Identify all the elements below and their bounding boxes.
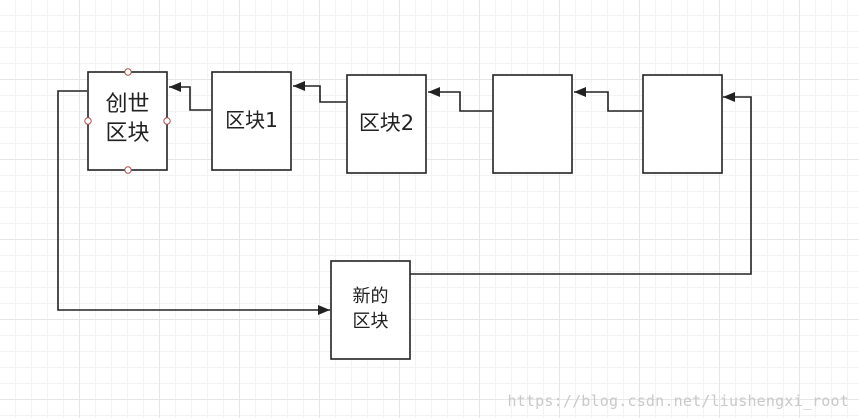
selection-handle-right[interactable] (163, 117, 171, 125)
block-2[interactable]: 区块2 (346, 74, 427, 174)
selection-handle-bottom[interactable] (124, 166, 132, 174)
connector-block4-to-block3 (574, 87, 642, 112)
new-block-label-line1: 新的 (353, 286, 389, 307)
selection-handle-left[interactable] (84, 117, 92, 125)
connector-block3-to-block2 (428, 87, 492, 112)
genesis-block-label-line1: 创世 (105, 92, 149, 117)
connector-genesis-to-new-block (57, 90, 330, 315)
new-block[interactable]: 新的 区块 (330, 260, 411, 360)
block-4[interactable] (642, 74, 723, 174)
block-1-label: 区块1 (225, 108, 278, 132)
block-3[interactable] (492, 74, 573, 174)
connector-block1-to-genesis (169, 82, 211, 111)
selection-handle-top[interactable] (124, 68, 132, 76)
new-block-label-line2: 区块 (353, 311, 389, 332)
block-1[interactable]: 区块1 (211, 71, 292, 171)
block-2-label: 区块2 (359, 111, 414, 135)
connector-new-block-to-block4 (410, 92, 752, 275)
watermark: https://blog.csdn.net/liushengxi_root (507, 392, 849, 410)
connector-block2-to-block1 (293, 81, 346, 103)
genesis-block-label-line2: 区块 (105, 121, 149, 146)
genesis-block[interactable]: 创世 区块 (84, 68, 171, 174)
